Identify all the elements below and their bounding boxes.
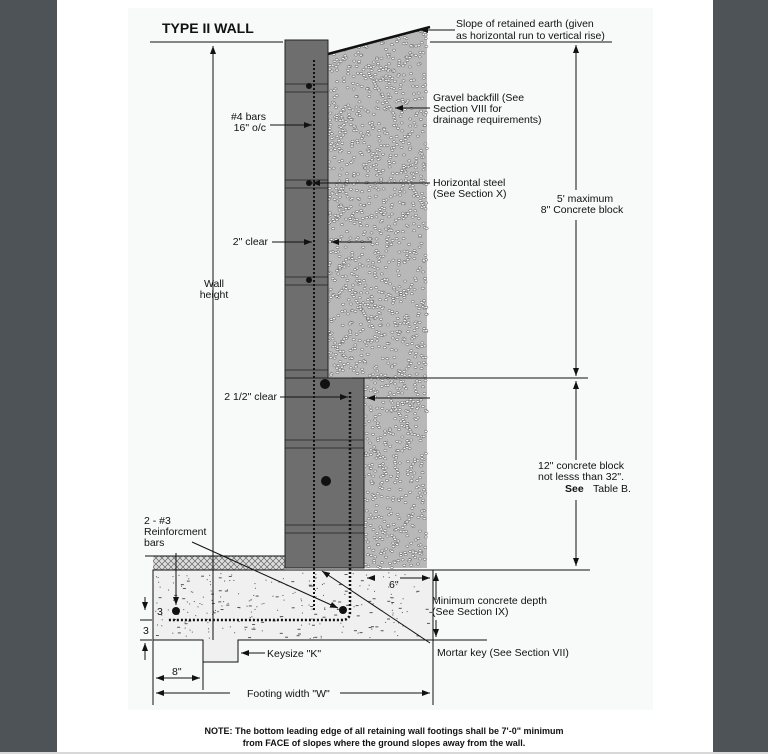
- page-bottom-edge: [0, 752, 768, 754]
- slope-line: [327, 25, 431, 56]
- bars-label-2: 16" o/c: [234, 122, 266, 134]
- gravel-label: Gravel backfill (See: [433, 92, 524, 104]
- reinforcement-label: 2 - #3: [144, 515, 171, 527]
- dimension-lines: [140, 41, 612, 705]
- horizontal-steel-label: Horizontal steel: [433, 177, 505, 189]
- clear-2-label: 2" clear: [233, 236, 269, 248]
- block12-table: Table B.: [593, 483, 631, 495]
- gravel-label-3: drainage requirements): [433, 114, 542, 126]
- max-height-label-2: 8" Concrete block: [541, 204, 624, 216]
- slope-label-2: as horizontal run to vertical rise): [456, 30, 605, 42]
- block12-label-2: not lesss than 32".: [538, 471, 624, 483]
- reinforcement-label-3: bars: [144, 537, 164, 549]
- dim-6-label: 6": [389, 579, 399, 591]
- horizontal-steel-dots: [172, 83, 347, 615]
- dim-3b-label: 3: [143, 625, 149, 637]
- slope-label: Slope of retained earth (given: [456, 18, 594, 30]
- min-depth-label: Minimum concrete depth: [432, 595, 547, 607]
- mortar-key-label: Mortar key (See Section VII): [437, 647, 569, 659]
- horizontal-steel-label-2: (See Section X): [433, 188, 507, 200]
- concrete-footing: [152, 569, 434, 663]
- note-line-1: NOTE: The bottom leading edge of all ret…: [205, 726, 564, 736]
- clear-25-label: 2 1/2" clear: [224, 391, 277, 403]
- diagram-title: TYPE II WALL: [162, 20, 254, 36]
- wall-height-label-2: height: [200, 289, 229, 301]
- dim-8-label: 8": [172, 666, 182, 678]
- leader-arrows: [173, 27, 455, 656]
- dim-3a-label: 3: [157, 606, 163, 618]
- note-line-2: from FACE of slopes where the ground slo…: [243, 738, 526, 748]
- reinforcement-label-2: Reinforcment: [144, 526, 207, 538]
- soil-hatch: [153, 556, 285, 570]
- wall-height-label: Wall: [204, 278, 224, 290]
- l-rebar: [167, 392, 352, 622]
- bars-label: #4 bars: [231, 111, 266, 123]
- gravel-backfill: [326, 28, 429, 570]
- block12-label: 12" concrete block: [538, 460, 625, 472]
- gravel-label-2: Section VIII for: [433, 103, 502, 115]
- min-depth-label-2: (See Section IX): [432, 606, 508, 618]
- max-height-label: 5' maximum: [557, 193, 614, 205]
- block12-see: See: [565, 483, 584, 495]
- footing-width-label: Footing width "W": [247, 688, 330, 700]
- keysize-label: Keysize "K": [267, 648, 321, 660]
